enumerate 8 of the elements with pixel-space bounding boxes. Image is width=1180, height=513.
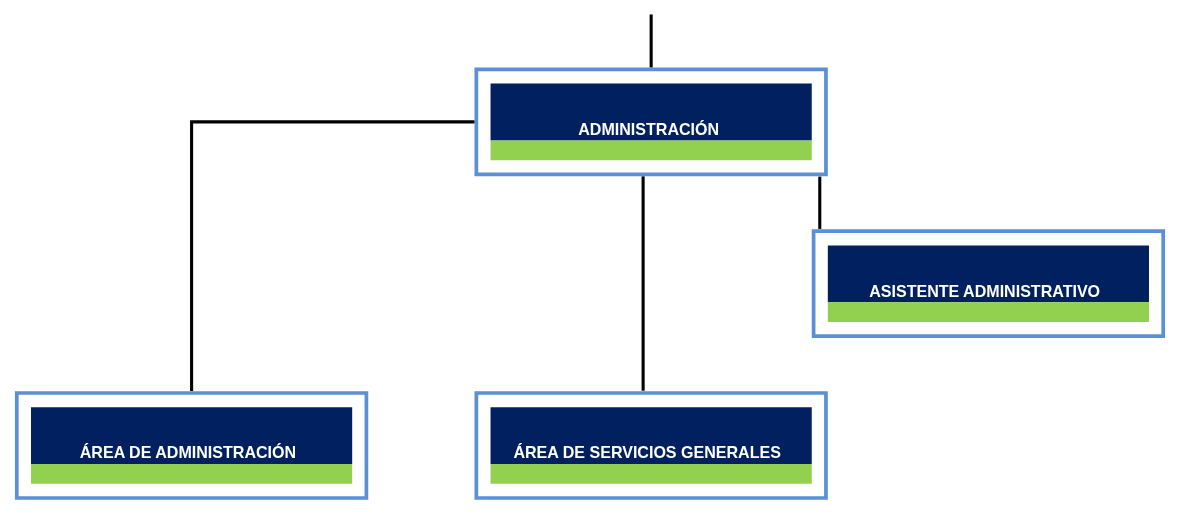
node-box: ASISTENTE ADMINISTRATIVO xyxy=(811,229,1166,339)
connector xyxy=(641,176,645,391)
node-box: ADMINISTRACIÓN xyxy=(474,67,828,177)
connector xyxy=(818,176,822,229)
node-box: ÁREA DE SERVICIOS GENERALES xyxy=(474,391,828,500)
connector xyxy=(190,120,475,391)
connector xyxy=(649,14,653,68)
node-box: ÁREA DE ADMINISTRACIÓN xyxy=(14,391,369,500)
